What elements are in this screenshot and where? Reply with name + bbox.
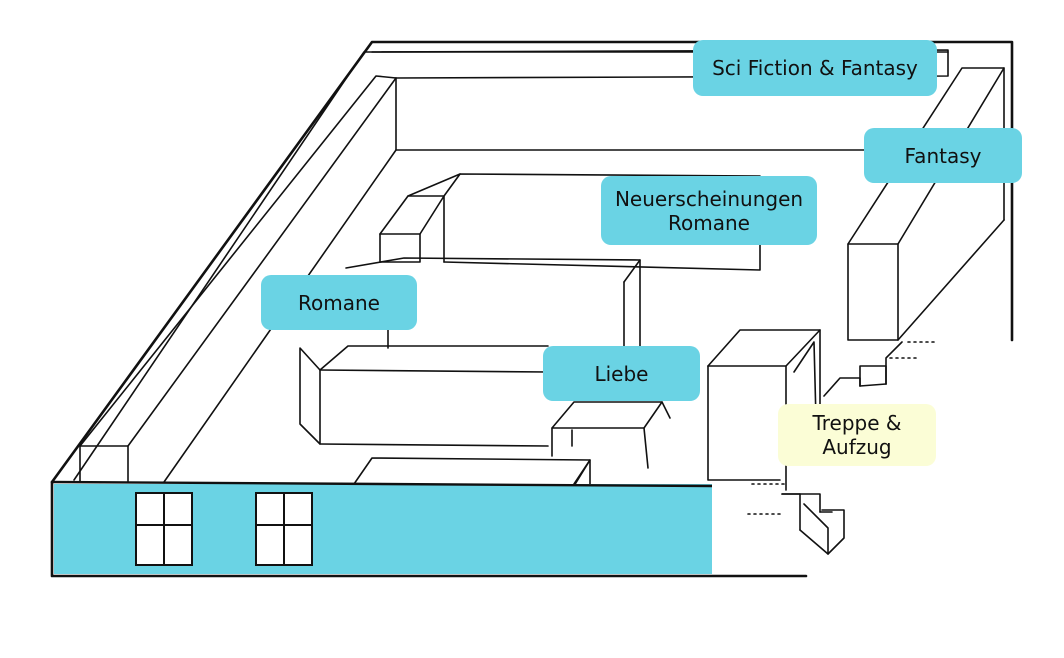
label-neuerscheinungen-romane: Neuerscheinungen Romane: [601, 176, 817, 245]
dotted-continuations: [747, 341, 939, 515]
right-wall-shelf: [847, 67, 1005, 341]
liebe-shelf: [299, 345, 549, 447]
front-display-table: [353, 457, 591, 487]
window-right: [255, 492, 313, 566]
window-left: [135, 492, 193, 566]
label-text-line1: Neuerscheinungen: [614, 186, 804, 211]
label-text-line2: Aufzug: [822, 435, 892, 459]
label-sci-fiction-fantasy: Sci Fiction & Fantasy: [693, 40, 937, 96]
upper-stairs: [823, 341, 903, 397]
neuerscheinungen-shelf: [379, 173, 761, 271]
label-romane: Romane: [261, 275, 417, 330]
label-text-line2: Romane: [668, 210, 750, 235]
lower-stairs: [781, 493, 845, 555]
reading-table: [551, 401, 671, 469]
label-treppe-aufzug: Treppe & Aufzug: [778, 404, 936, 466]
label-text-line1: Treppe &: [812, 411, 902, 435]
label-text: Romane: [298, 290, 380, 315]
label-text: Sci Fiction & Fantasy: [712, 56, 918, 80]
label-text: Fantasy: [904, 143, 982, 168]
label-fantasy: Fantasy: [864, 128, 1022, 183]
label-text: Liebe: [594, 361, 649, 386]
label-liebe: Liebe: [543, 346, 700, 401]
